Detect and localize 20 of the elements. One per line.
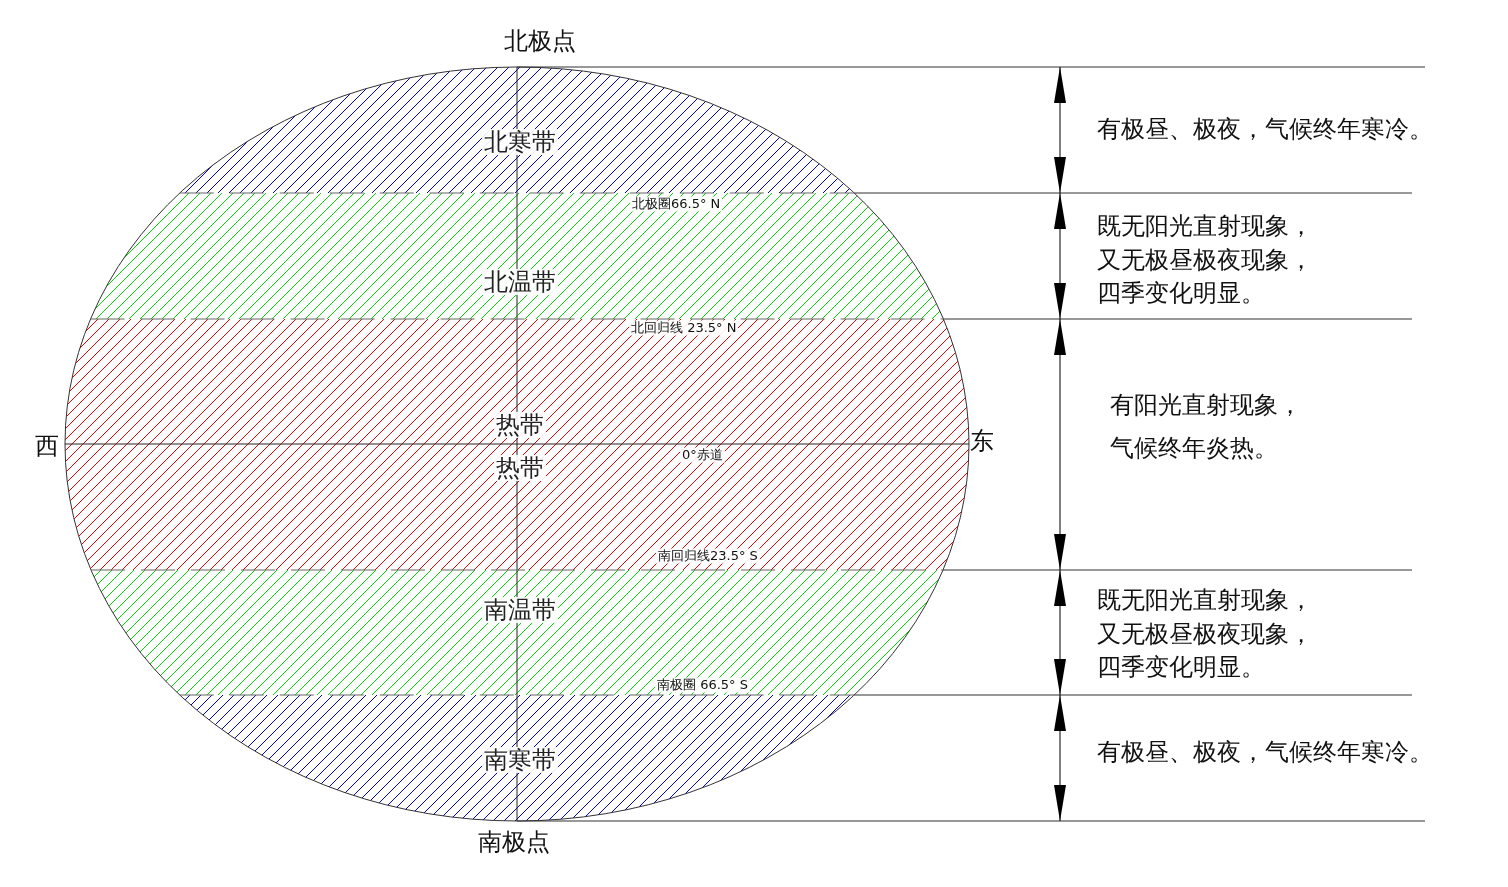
latitude-label: 北回归线 23.5° N	[629, 320, 739, 336]
pole-label: 南极点	[478, 829, 550, 857]
pole-label: 北极点	[504, 28, 576, 56]
latitude-label: 北极圈66.5° N	[630, 196, 723, 212]
zone-name: 热带	[494, 412, 546, 438]
latitude-label: 0°赤道	[680, 447, 725, 463]
latitude-label: 南极圈 66.5° S	[655, 677, 750, 693]
zone-name: 南寒带	[482, 747, 558, 773]
zone-name: 北寒带	[482, 129, 558, 155]
zone-name: 南温带	[482, 597, 558, 623]
latitude-label: 南回归线23.5° S	[656, 548, 760, 564]
direction-label: 西	[35, 433, 59, 461]
direction-label: 东	[970, 428, 994, 456]
zone-name: 热带	[494, 455, 546, 481]
zone-name: 北温带	[482, 269, 558, 295]
zone-description: 既无阳光直射现象，又无极昼极夜现象，四季变化明显。	[1097, 210, 1314, 309]
zone-description: 既无阳光直射现象，又无极昼极夜现象，四季变化明显。	[1097, 584, 1314, 683]
zone-description: 有极昼、极夜，气候终年寒冷。	[1097, 739, 1434, 767]
zone-description: 有极昼、极夜，气候终年寒冷。	[1097, 116, 1434, 144]
zone-description: 有阳光直射现象，气候终年炎热。	[1110, 389, 1303, 464]
